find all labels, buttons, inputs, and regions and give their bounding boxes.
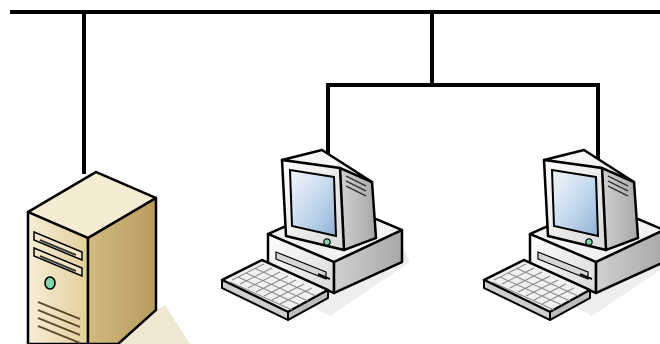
monitor-power-light (585, 238, 593, 246)
network-links (10, 10, 660, 174)
monitor-screen (288, 168, 338, 238)
workstation-1 (220, 148, 410, 321)
monitor-power-light (323, 238, 331, 246)
server-drive-bays (33, 230, 83, 278)
desktop-computer-icon (482, 148, 660, 321)
server-vents (37, 301, 81, 344)
desktop-computer-icon (220, 148, 410, 321)
workstation-2 (482, 148, 660, 321)
server-tower-icon (26, 170, 190, 344)
keyboard-icon (482, 258, 592, 321)
monitor-screen (550, 168, 600, 238)
server-power-light (44, 276, 56, 290)
keyboard-icon (220, 258, 330, 321)
